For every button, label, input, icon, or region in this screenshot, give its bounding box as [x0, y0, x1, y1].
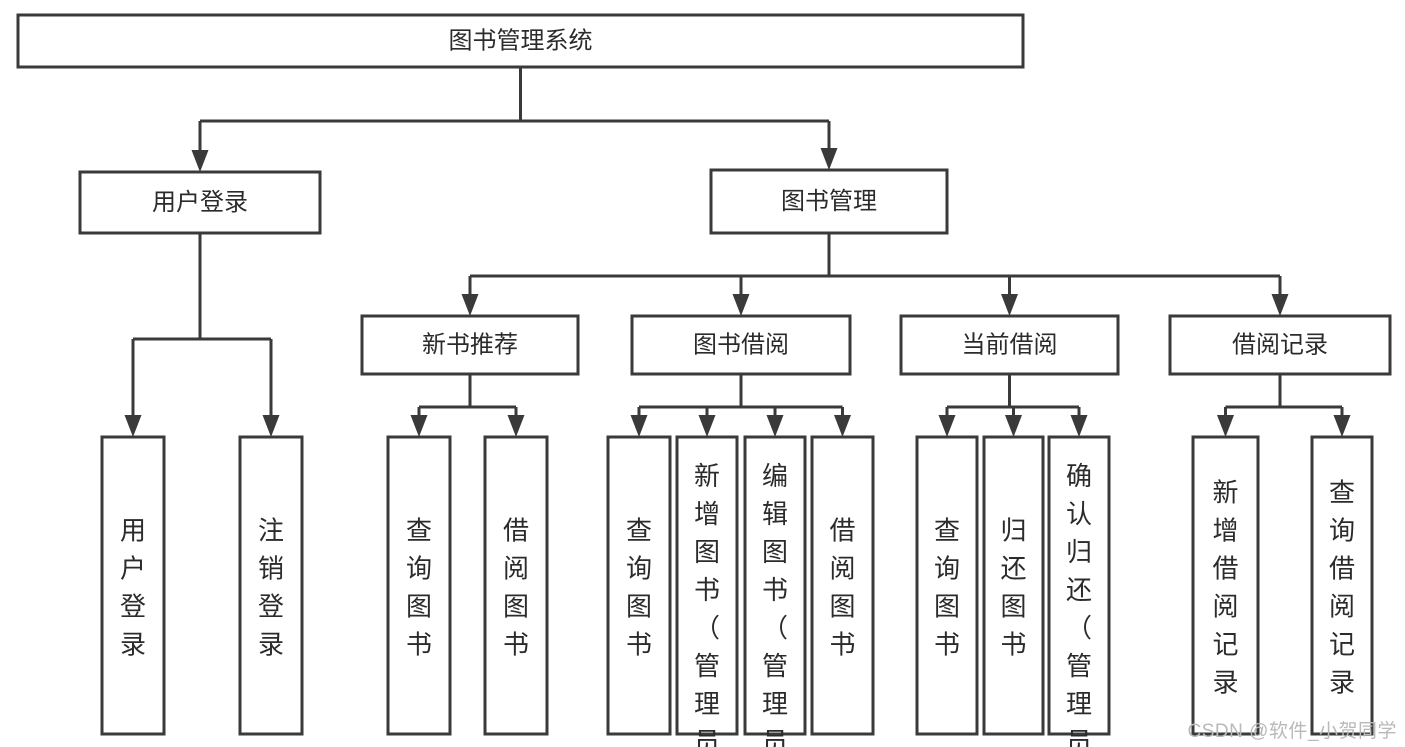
node-label: 用户登录	[120, 516, 146, 660]
node-user-login[interactable]: 用户登录	[78, 170, 322, 235]
node-box	[606, 435, 672, 736]
node-box	[675, 435, 739, 736]
edge-group-borrow-record	[1217, 374, 1351, 437]
arrow-head-icon	[630, 415, 648, 437]
edge-group-current-borrow	[938, 374, 1088, 437]
node-label: 查询图书	[934, 516, 960, 660]
node-box	[78, 170, 322, 235]
node-box	[386, 435, 452, 736]
arrow-head-icon	[461, 294, 479, 316]
node-label: 注销登录	[258, 516, 284, 660]
arrow-head-icon	[262, 415, 280, 437]
node-label: 查询借阅记录	[1329, 478, 1355, 698]
edge-group-new-book-recommend	[410, 374, 525, 437]
node-box	[1168, 314, 1392, 376]
node-label: 新增借阅记录	[1212, 478, 1238, 698]
node-box	[982, 435, 1045, 736]
node-borrow-record[interactable]: 借阅记录	[1168, 314, 1392, 376]
node-box	[810, 435, 875, 736]
node-label: 借阅图书	[829, 516, 855, 660]
node-box	[630, 314, 852, 376]
node-layer: 图书管理系统用户登录图书管理新书推荐图书借阅当前借阅借阅记录用户登录注销登录查询…	[16, 13, 1392, 747]
node-box	[1310, 435, 1374, 736]
arrow-head-icon	[698, 415, 716, 437]
node-label: 查询图书	[626, 516, 652, 660]
arrow-head-icon	[507, 415, 525, 437]
edge-group-book-manage	[461, 233, 1289, 316]
node-leaf-query-record[interactable]: 查询借阅记录	[1310, 435, 1374, 736]
node-label: 当前借阅	[962, 331, 1058, 358]
node-label: 新书推荐	[422, 331, 518, 358]
node-box	[16, 13, 1025, 69]
node-box	[100, 435, 166, 736]
edge-group-book-borrow	[630, 374, 851, 437]
node-box	[360, 314, 580, 376]
node-label: 借阅记录	[1232, 331, 1328, 358]
arrow-head-icon	[1333, 415, 1351, 437]
arrow-head-icon	[124, 415, 142, 437]
node-leaf-query-book-2[interactable]: 查询图书	[606, 435, 672, 736]
node-leaf-return-book[interactable]: 归还图书	[982, 435, 1045, 736]
edge-group-root	[191, 67, 838, 172]
node-box	[743, 435, 807, 736]
arrow-head-icon	[1217, 415, 1234, 437]
node-root[interactable]: 图书管理系统	[16, 13, 1025, 69]
edge-group-user-login	[124, 233, 280, 437]
node-label: 确认归还（管理员）	[1066, 461, 1092, 747]
node-leaf-user-logout[interactable]: 注销登录	[238, 435, 304, 736]
node-book-borrow[interactable]: 图书借阅	[630, 314, 852, 376]
node-box	[915, 435, 979, 736]
arrow-head-icon	[1271, 294, 1289, 316]
node-box	[709, 168, 949, 235]
arrow-head-icon	[820, 148, 838, 170]
node-box	[899, 314, 1120, 376]
node-leaf-borrow-book-1[interactable]: 借阅图书	[483, 435, 549, 736]
arrow-head-icon	[834, 415, 851, 437]
node-label: 查询图书	[406, 516, 432, 660]
arrow-head-icon	[191, 150, 209, 172]
node-label: 图书管理系统	[449, 27, 593, 54]
node-leaf-query-book-3[interactable]: 查询图书	[915, 435, 979, 736]
node-label: 归还图书	[1000, 516, 1026, 660]
node-label: 编辑图书（管理员）	[762, 461, 788, 747]
node-label: 用户登录	[152, 189, 248, 216]
node-box	[1047, 435, 1111, 736]
node-box	[483, 435, 549, 736]
arrow-head-icon	[766, 415, 784, 437]
node-leaf-edit-book[interactable]: 编辑图书（管理员）	[743, 435, 807, 747]
node-leaf-query-book-1[interactable]: 查询图书	[386, 435, 452, 736]
arrow-head-icon	[1001, 294, 1018, 316]
node-box	[1191, 435, 1260, 736]
arrow-head-icon	[1005, 415, 1022, 437]
node-leaf-add-book[interactable]: 新增图书（管理员）	[675, 435, 739, 747]
node-box	[238, 435, 304, 736]
node-new-book-recommend[interactable]: 新书推荐	[360, 314, 580, 376]
arrow-head-icon	[938, 415, 956, 437]
node-leaf-confirm-return[interactable]: 确认归还（管理员）	[1047, 435, 1111, 747]
csdn-watermark: CSDN @软件_小贺同学	[1187, 721, 1397, 742]
node-label: 新增图书（管理员）	[694, 461, 720, 747]
arrow-head-icon	[410, 415, 428, 437]
arrow-head-icon	[1070, 415, 1088, 437]
node-current-borrow[interactable]: 当前借阅	[899, 314, 1120, 376]
node-book-manage[interactable]: 图书管理	[709, 168, 949, 235]
node-leaf-user-login[interactable]: 用户登录	[100, 435, 166, 736]
node-label: 借阅图书	[503, 516, 529, 660]
node-leaf-borrow-book-2[interactable]: 借阅图书	[810, 435, 875, 736]
arrow-head-icon	[732, 294, 750, 316]
connector-layer	[124, 67, 1351, 437]
node-label: 图书借阅	[693, 331, 789, 358]
node-leaf-add-record[interactable]: 新增借阅记录	[1191, 435, 1260, 736]
node-label: 图书管理	[781, 188, 877, 215]
